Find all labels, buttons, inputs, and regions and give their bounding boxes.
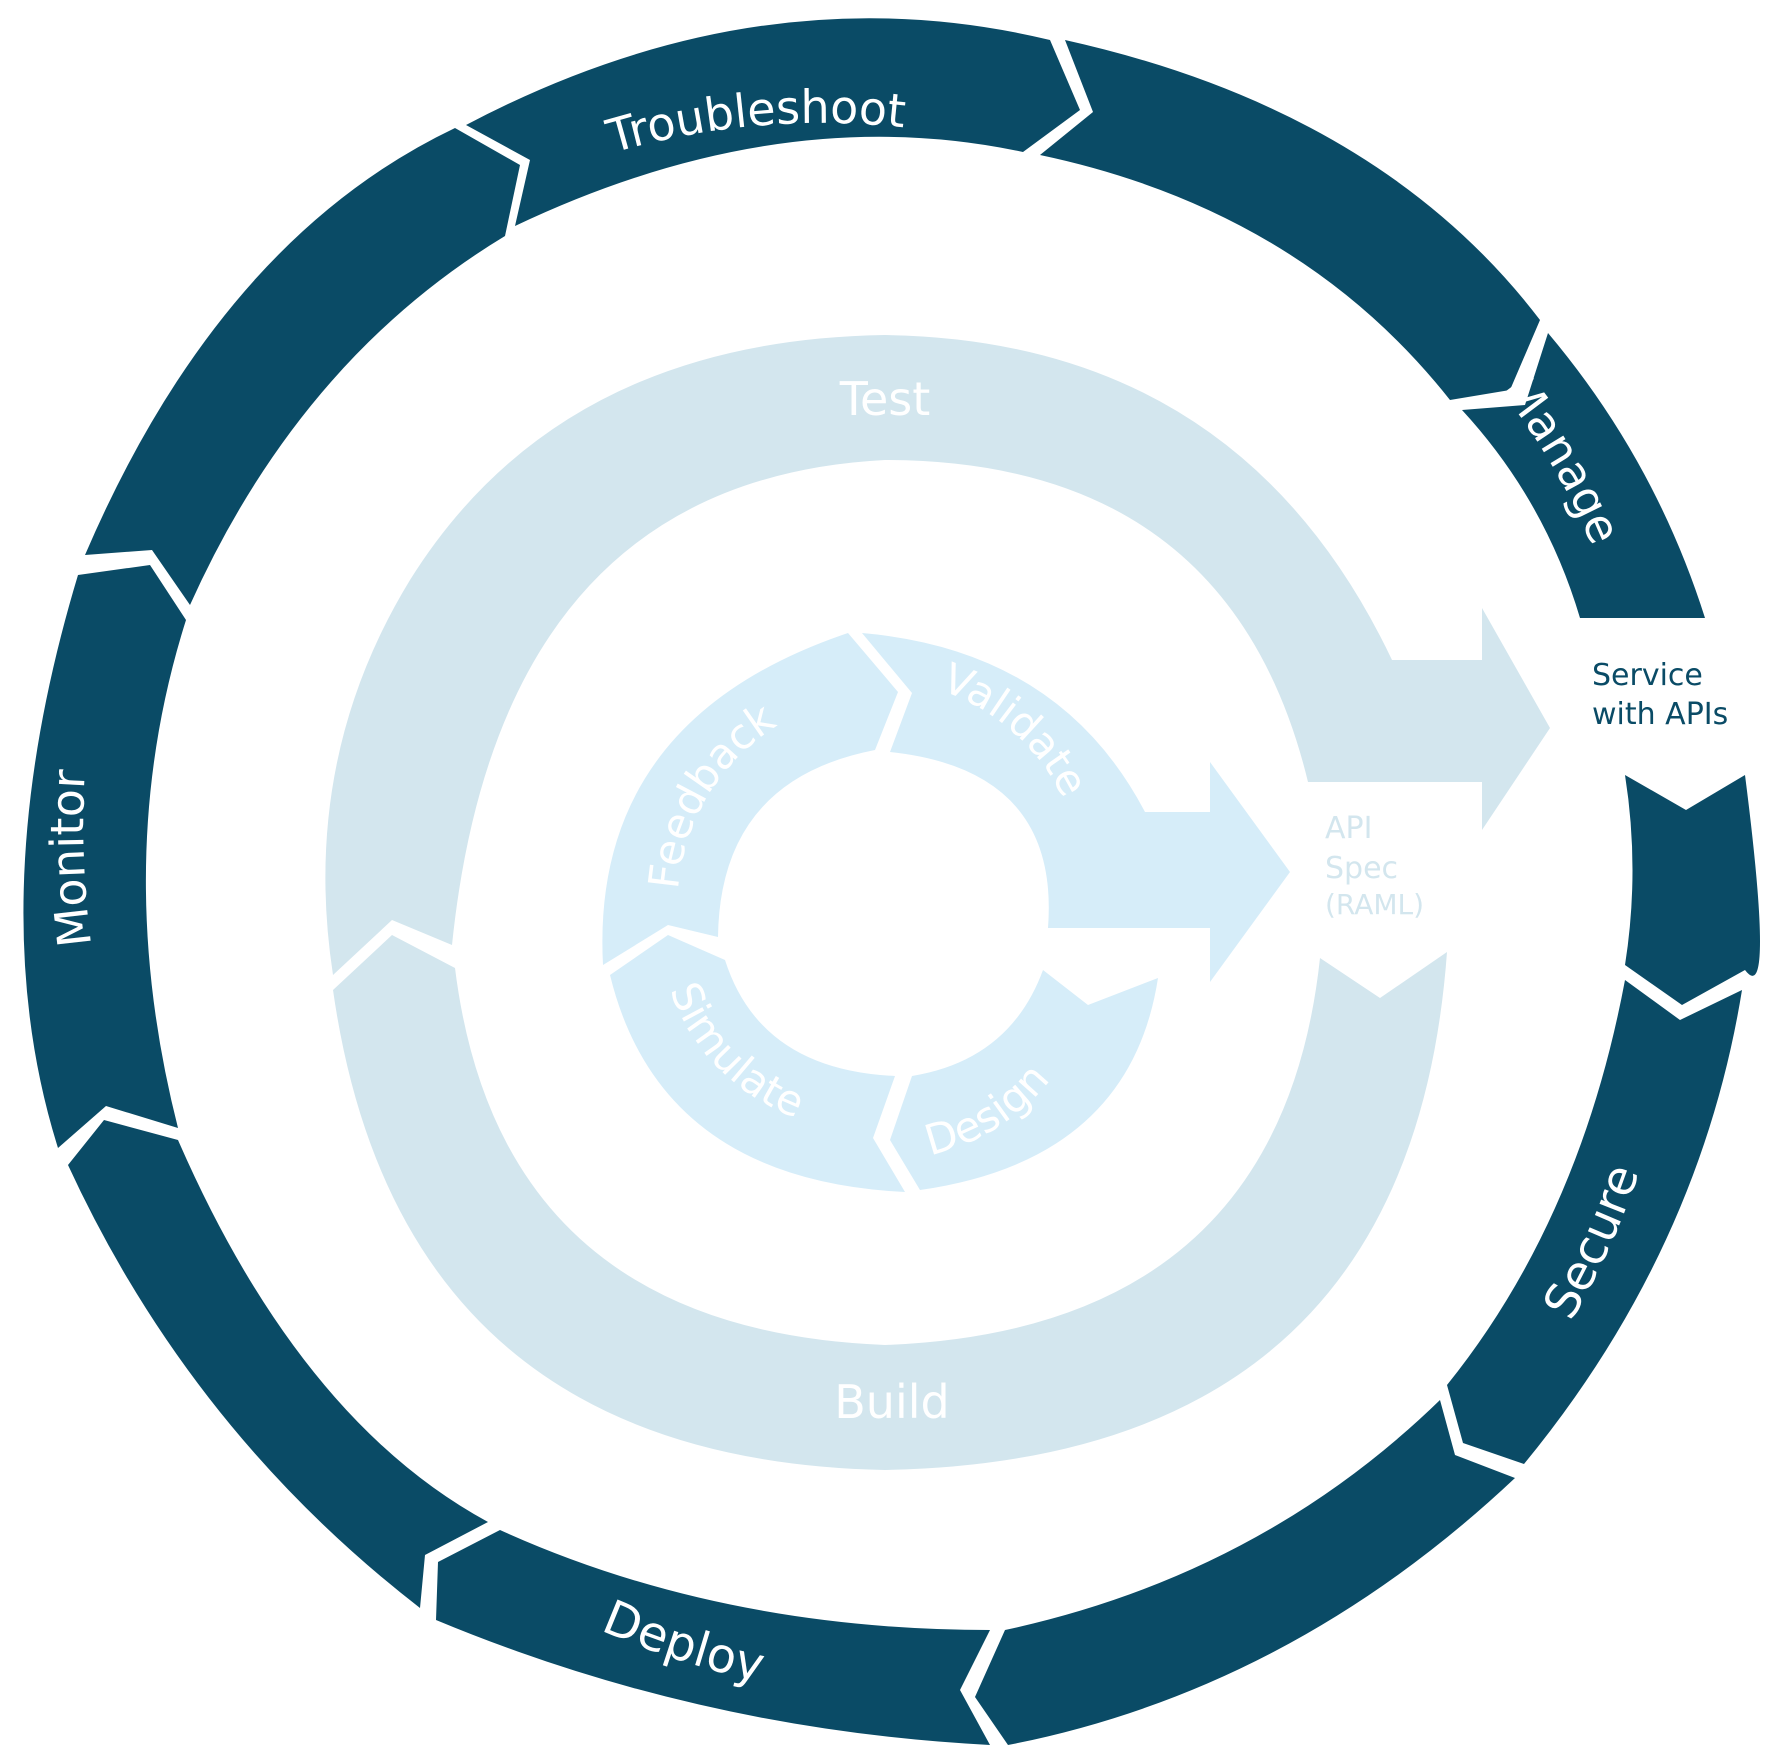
- api-spec-line2: Spec: [1325, 851, 1398, 886]
- label-monitor: Monitor: [40, 768, 102, 950]
- label-build: Build: [834, 1375, 949, 1429]
- outer-segment-manage-lower: [1462, 333, 1705, 618]
- api-spec-line3: (RAML): [1325, 888, 1424, 921]
- service-line1: Service: [1592, 658, 1703, 693]
- api-spec-line1: API: [1325, 811, 1372, 846]
- outer-segment-troubleshoot-left: [85, 128, 520, 605]
- outer-ring: [23, 18, 1760, 1745]
- outer-segment-secure-lower: [1447, 980, 1742, 1464]
- outer-segment-monitor: [68, 1120, 488, 1608]
- outer-segment-deploy: [975, 1400, 1515, 1745]
- middle-arc-build: [333, 935, 1447, 1470]
- service-label: Service with APIs: [1592, 658, 1728, 732]
- inner-segment-design: [890, 970, 1158, 1190]
- api-spec-label: API Spec (RAML): [1325, 811, 1424, 921]
- label-test: Test: [839, 372, 931, 426]
- service-line2: with APIs: [1592, 697, 1728, 732]
- middle-arc-test: [325, 335, 1550, 975]
- inner-segment-feedback: [602, 633, 898, 965]
- outer-segment-troubleshoot: [466, 18, 1080, 226]
- inner-ring: [602, 633, 1290, 1192]
- inner-segment-simulate: [610, 935, 905, 1192]
- outer-segment-monitor-upper: [23, 565, 186, 1148]
- inner-segment-validate: [862, 633, 1290, 982]
- middle-ring: [325, 335, 1550, 1470]
- outer-segment-secure: [1625, 775, 1760, 1005]
- outer-segment-manage: [1040, 40, 1540, 400]
- outer-segment-deploy-lower: [436, 1530, 990, 1745]
